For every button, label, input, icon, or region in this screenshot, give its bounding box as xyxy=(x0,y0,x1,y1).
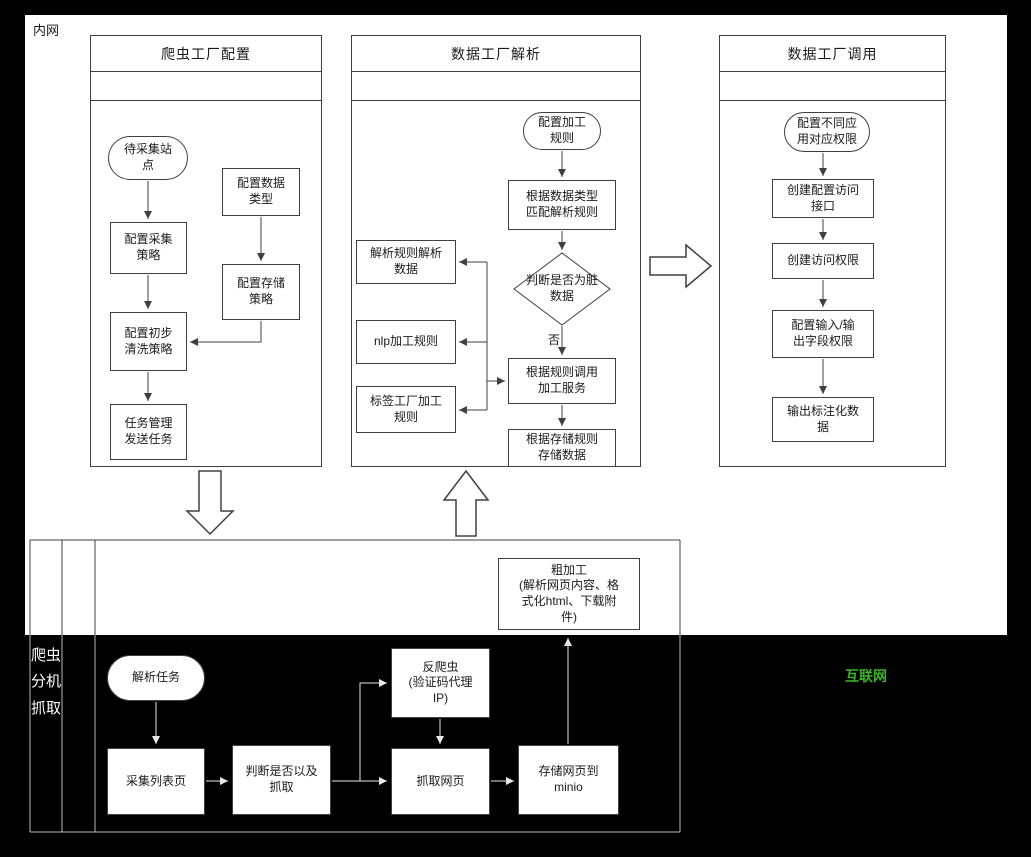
node-tag-factory-rule: 标签工厂加工 规则 xyxy=(356,386,456,433)
lane-data-factory-invoke-title: 数据工厂调用 xyxy=(720,36,945,72)
node-anti-crawler: 反爬虫 (验证码代理 IP) xyxy=(391,648,490,718)
lane-data-factory-invoke-subheader xyxy=(720,72,945,101)
node-config-clean-strategy: 配置初步 清洗策略 xyxy=(110,312,187,371)
node-config-data-type: 配置数据 类型 xyxy=(222,168,300,216)
node-config-app-perm: 配置不同应 用对应权限 xyxy=(784,112,870,152)
node-config-io-field-perm: 配置输入/输 出字段权限 xyxy=(772,310,874,358)
node-judge-whether-fetch: 判断是否以及 抓取 xyxy=(232,745,331,815)
node-create-config-api: 创建配置访问 接口 xyxy=(772,179,874,218)
node-output-labeled-data: 输出标注化数 据 xyxy=(772,397,874,442)
node-parse-rule-data: 解析规则解析 数据 xyxy=(356,240,456,284)
light-connectors xyxy=(152,638,572,785)
lane-data-factory-parse: 数据工厂解析 xyxy=(351,35,641,467)
intranet-label: 内网 xyxy=(33,23,60,38)
node-config-process-rule: 配置加工 规则 xyxy=(523,112,601,150)
node-call-process-service: 根据规则调用 加工服务 xyxy=(508,358,616,404)
node-parse-task: 解析任务 xyxy=(107,655,205,701)
lane-data-factory-invoke: 数据工厂调用 xyxy=(719,35,946,467)
node-config-storage-strategy: 配置存储 策略 xyxy=(222,264,300,320)
node-store-by-rule: 根据存储规则 存储数据 xyxy=(508,429,616,467)
no-branch-label: 否 xyxy=(548,333,561,347)
node-nlp-rule: nlp加工规则 xyxy=(356,320,456,364)
lane-data-factory-parse-title: 数据工厂解析 xyxy=(352,36,640,72)
lane-data-factory-parse-subheader xyxy=(352,72,640,101)
lane-crawler-factory-config-subheader xyxy=(91,72,321,101)
node-rough-process: 粗加工 (解析网页内容、格 式化html、下载附 件) xyxy=(498,558,640,630)
node-judge-dirty-data-text: 判断是否为脏 数据 xyxy=(525,273,598,303)
crawler-lane-label: 爬虫 分机 抓取 xyxy=(30,647,61,717)
lane-crawler-factory-config-title: 爬虫工厂配置 xyxy=(91,36,321,72)
node-fetch-page: 抓取网页 xyxy=(391,748,490,815)
node-task-send: 任务管理 发送任务 xyxy=(110,404,187,460)
node-pending-site: 待采集站 点 xyxy=(108,136,188,180)
node-create-access-perm: 创建访问权限 xyxy=(772,243,874,279)
internet-label: 互联网 xyxy=(845,668,887,684)
node-store-to-minio: 存储网页到 minio xyxy=(518,745,619,815)
node-collect-list-page: 采集列表页 xyxy=(107,748,205,815)
node-match-parse-rule: 根据数据类型 匹配解析规则 xyxy=(508,180,616,230)
node-config-collect-strategy: 配置采集 策略 xyxy=(110,222,187,274)
lane-crawler-factory-config: 爬虫工厂配置 xyxy=(90,35,322,467)
